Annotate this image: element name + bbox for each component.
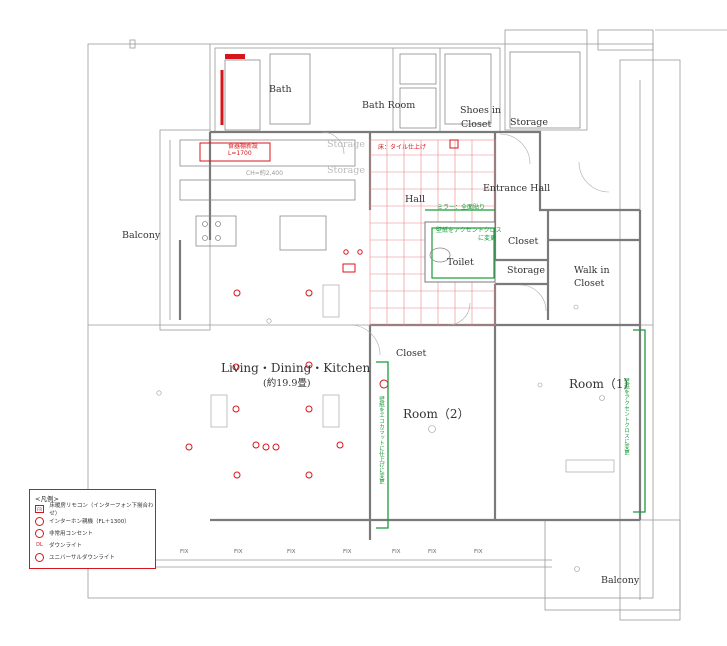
legend-item-text: ダウンライト — [49, 543, 83, 549]
green-markups — [376, 209, 646, 529]
fix-label: FIX — [180, 549, 189, 555]
room-label-closet-1: Closet — [508, 236, 539, 247]
room-label-ldk-size: (約19.9畳) — [263, 378, 311, 389]
room-label-bath: Bath — [269, 84, 292, 95]
mirror-note: ミラー：全面貼り — [437, 204, 486, 211]
room-label-balcony-left: Balcony — [122, 230, 161, 241]
room-label-room-1: Room（1） — [569, 377, 636, 391]
room-label-entrance-hall: Entrance Hall — [483, 183, 551, 194]
kitchen-fixtures — [179, 51, 581, 251]
legend-box: <凡例> FR 床暖房リモコン（インターフォン下揃合わせ） インターホン親機（F… — [29, 489, 156, 569]
legend-item-text: インターホン親機（FL＋1300） — [49, 519, 130, 525]
room-label-hall: Hall — [405, 194, 426, 205]
downlight-icon: DL — [36, 542, 43, 548]
fix-label: FIX — [428, 549, 437, 555]
emergency-outlet-icon — [35, 528, 44, 538]
fix-label: FIX — [343, 549, 352, 555]
universal-downlight-icon — [35, 552, 44, 562]
room-label-walk-in-closet-1: Walk in — [574, 265, 610, 276]
room-label-storage-faint-1: Storage — [327, 139, 365, 150]
room-label-shoes-in-closet-2: Closet — [461, 119, 492, 130]
floor-tile-note: 床：タイル仕上げ — [378, 144, 427, 151]
legend-item-text: 床暖房リモコン（インターフォン下揃合わせ） — [49, 503, 154, 517]
kitchen-note-line-2: L=1700 — [228, 150, 252, 157]
toilet-fixture — [424, 221, 496, 283]
room2-wall-note: 壁紙をエコカラットに仕上げに変更 — [378, 396, 384, 484]
door-swings — [321, 131, 610, 356]
legend-item: DL ダウンライト — [35, 540, 82, 550]
legend-item: 非常用コンセント — [35, 528, 93, 538]
fix-label: FIX — [287, 549, 296, 555]
legend-item-text: ユニバーサルダウンライト — [49, 555, 115, 561]
intercom-icon — [35, 516, 44, 526]
legend-item-text: 非常用コンセント — [49, 531, 94, 537]
room-label-closet-2: Closet — [396, 348, 427, 359]
floor-heating-remote-icon: FR — [35, 505, 45, 513]
red-markups — [185, 54, 459, 479]
legend-item: FR 床暖房リモコン（インターフォン下揃合わせ） — [35, 503, 155, 517]
ceiling-height-note: CH=約2,400 — [246, 170, 283, 177]
fix-label: FIX — [392, 549, 401, 555]
legend-item: インターホン親機（FL＋1300） — [35, 516, 130, 526]
fix-label: FIX — [474, 549, 483, 555]
room-label-storage-mid: Storage — [507, 265, 545, 276]
toilet-wall-note-2: に変更 — [478, 235, 497, 242]
ceiling-fixtures — [156, 284, 615, 572]
room-label-balcony-bottom: Balcony — [601, 575, 640, 586]
room-label-storage-top: Storage — [510, 117, 548, 128]
room-label-storage-faint-2: Storage — [327, 165, 365, 176]
fix-label: FIX — [234, 549, 243, 555]
room-label-shoes-in-closet-1: Shoes in — [460, 105, 502, 116]
legend-title: <凡例> — [35, 495, 59, 503]
room-label-ldk: Living・Dining・Kitchen — [221, 361, 371, 375]
legend-item: ユニバーサルダウンライト — [35, 552, 115, 562]
room1-wall-note: 壁紙をアクセントクロスに変更 — [623, 378, 629, 455]
room-label-walk-in-closet-2: Closet — [574, 278, 605, 289]
kitchen-note-line-1: 食器棚新設 — [228, 143, 259, 150]
toilet-wall-note-1: 壁紙をアクセントクロス — [436, 227, 502, 234]
room-label-toilet: Toilet — [447, 257, 474, 268]
room-label-bath-room: Bath Room — [362, 100, 416, 111]
room-label-room-2: Room（2） — [403, 407, 470, 421]
